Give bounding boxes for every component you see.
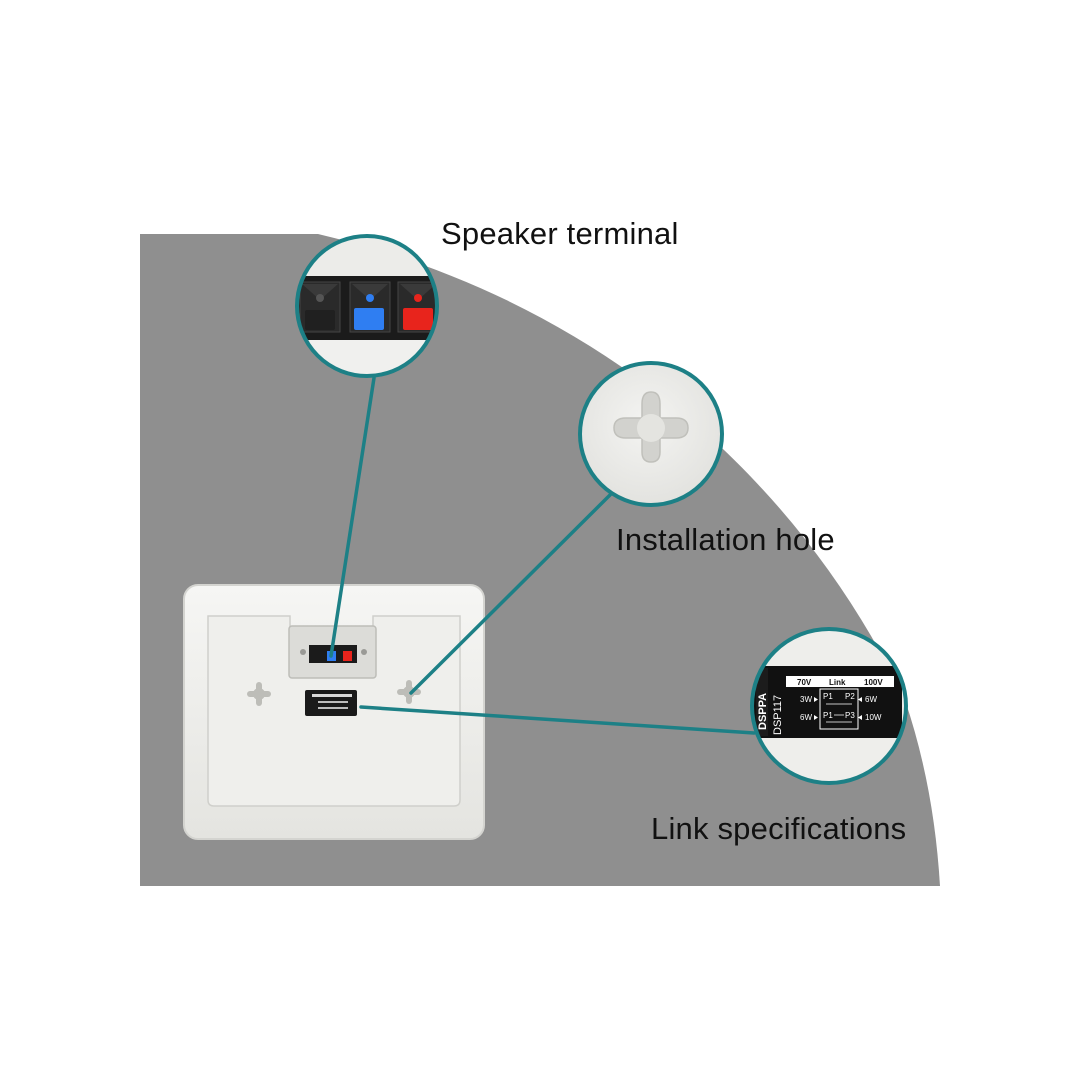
label-link-specifications: Link specifications	[651, 811, 907, 846]
connector-terminal	[329, 376, 376, 658]
spec-row1-right-watt: 6W	[865, 695, 877, 704]
link-spec-plate-icon: DSPPA DSP117 70V Link 100V 3W P1 P2 6W 6…	[754, 666, 902, 738]
callout-link-magnifier: DSPPA DSP117 70V Link 100V 3W P1 P2 6W 6…	[750, 627, 908, 785]
spec-row1-left-watt: 3W	[800, 695, 812, 704]
spec-row2-left-watt: 6W	[800, 713, 812, 722]
spec-header-right: 100V	[864, 678, 883, 687]
spec-row2-link-a: P1	[823, 711, 833, 720]
mini-keyhole-left	[247, 682, 271, 706]
speaker-terminal-icon	[298, 276, 436, 340]
callout-terminal-magnifier	[295, 234, 439, 378]
spec-header-left: 70V	[797, 678, 812, 687]
connector-hole	[409, 492, 613, 695]
spec-row2-link-b: P3	[845, 711, 855, 720]
spec-row1-link-b: P2	[845, 692, 855, 701]
keyhole-icon	[613, 391, 689, 463]
mini-spec-label	[305, 690, 357, 716]
connector-link	[359, 705, 756, 735]
callout-connectors	[329, 376, 756, 735]
spec-brand: DSPPA	[757, 693, 769, 730]
spec-row1-link-a: P1	[823, 692, 833, 701]
spec-header-middle: Link	[829, 678, 846, 687]
callout-hole-magnifier	[578, 361, 724, 507]
spec-model: DSP117	[772, 695, 784, 735]
label-speaker-terminal: Speaker terminal	[441, 216, 679, 251]
label-installation-hole: Installation hole	[616, 522, 835, 557]
spec-row2-right-watt: 10W	[865, 713, 882, 722]
speaker-back-panel	[183, 584, 485, 840]
